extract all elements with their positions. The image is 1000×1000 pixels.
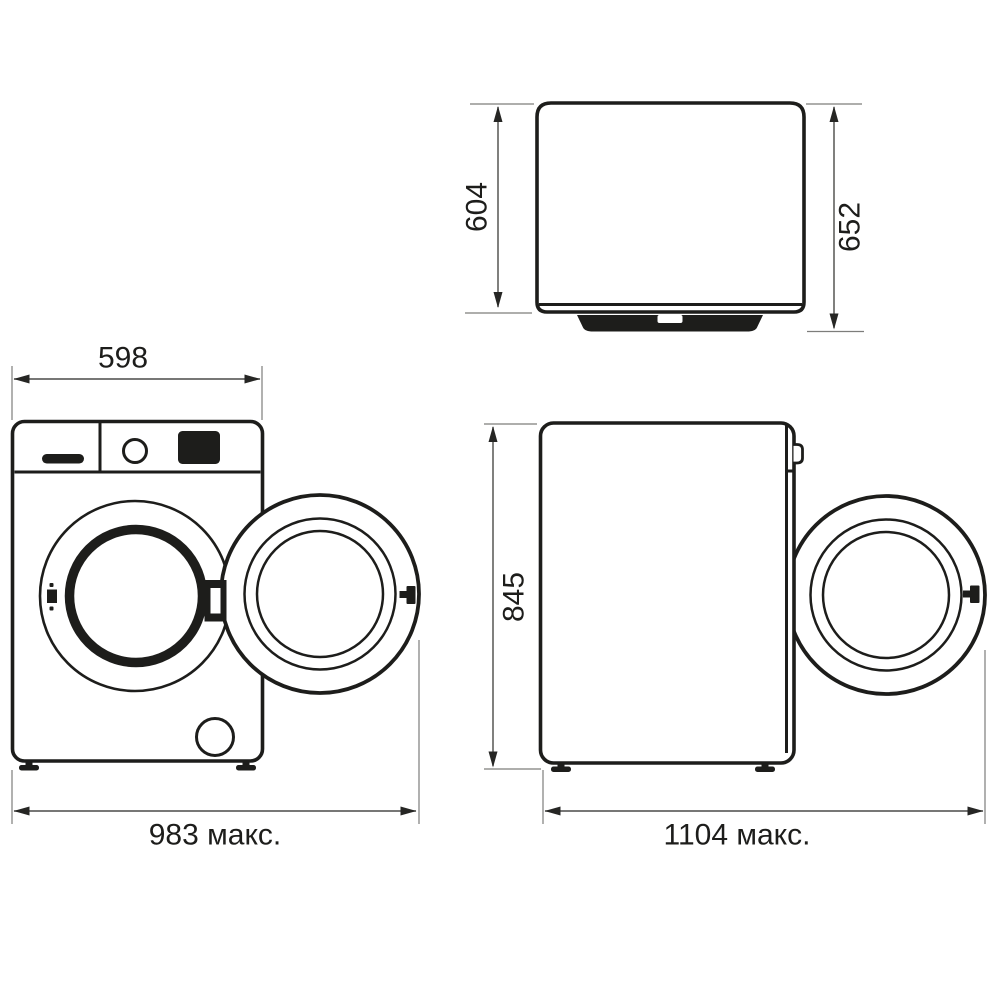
front-view: 598 <box>10 342 421 852</box>
program-knob <box>122 438 148 464</box>
door-outer-ring <box>219 493 421 695</box>
dimension-side-max-depth: 1104 макс. <box>542 650 986 852</box>
dim-label-front-max-width: 983 макс. <box>149 819 282 852</box>
detergent-drawer-handle <box>42 454 84 464</box>
side-door-outer-ring <box>785 494 987 696</box>
dim-label-front-width: 598 <box>98 342 148 375</box>
dim-label-side-max-depth: 1104 макс. <box>664 819 811 852</box>
door-latch-dot-bottom <box>49 606 54 611</box>
door-latch <box>47 589 57 603</box>
door-handle <box>406 586 416 604</box>
side-right-foot <box>755 761 775 772</box>
side-left-foot <box>551 761 571 772</box>
door-inner-ring <box>255 529 385 659</box>
side-view: 845 1104 макс. <box>484 421 987 852</box>
dimension-top-overall-depth: 652 <box>806 103 867 333</box>
front-left-foot <box>19 759 39 771</box>
dimension-top-body-depth: 604 <box>461 103 534 314</box>
side-door-inner-ring <box>821 530 951 660</box>
top-view-door-handle <box>657 315 683 323</box>
dim-label-top-body-depth: 604 <box>461 182 494 232</box>
dim-label-side-height: 845 <box>498 572 531 622</box>
dimension-front-max-width: 983 макс. <box>11 640 420 852</box>
drain-filter-cap <box>195 717 235 757</box>
porthole-gasket-ring <box>64 524 208 668</box>
dimension-front-width: 598 <box>11 342 263 420</box>
side-door-middle-ring <box>809 518 963 672</box>
display-panel <box>178 431 220 464</box>
door-latch-dot-top <box>49 583 54 587</box>
front-right-foot <box>236 759 256 771</box>
door-handle-stem <box>399 591 407 598</box>
top-view-door-bulge <box>577 315 763 332</box>
side-door-handle <box>970 585 980 603</box>
top-view: 604 652 <box>461 101 867 333</box>
side-view-open-door <box>785 494 987 696</box>
front-view-open-door <box>219 493 421 695</box>
dim-label-top-overall-depth: 652 <box>834 202 867 252</box>
side-view-body <box>538 421 796 765</box>
dimension-side-height: 845 <box>484 423 541 770</box>
door-middle-ring <box>243 517 397 671</box>
side-door-handle-stem <box>963 590 971 598</box>
side-knob-profile <box>793 443 804 465</box>
top-view-body <box>535 101 806 314</box>
door-hinge <box>204 580 227 622</box>
